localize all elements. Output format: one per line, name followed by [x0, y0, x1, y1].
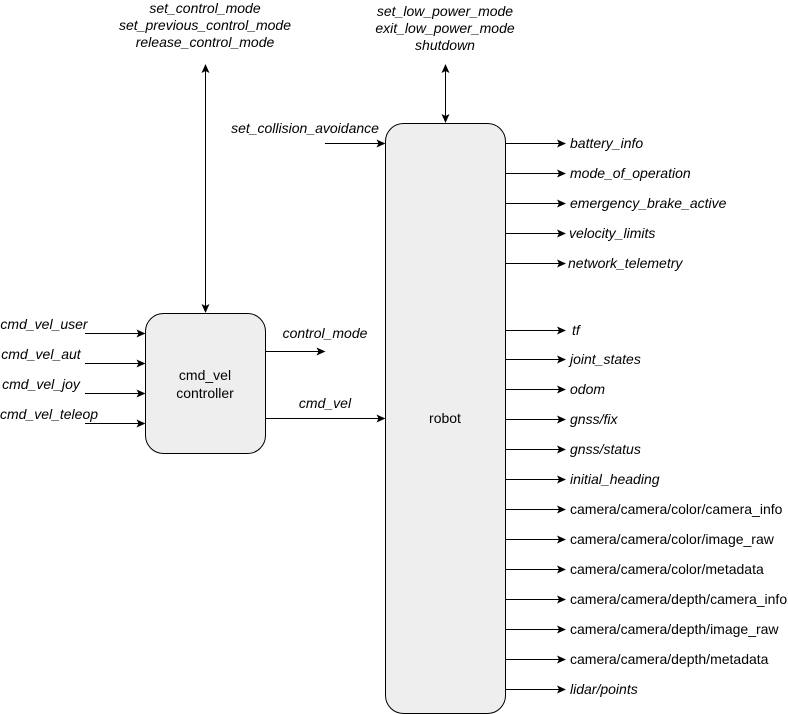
robot-output-arrowhead: [557, 326, 566, 335]
robot-services-edge: [441, 64, 450, 123]
robot-output-arrowhead: [557, 355, 566, 364]
robot-output-arrowhead: [557, 505, 566, 514]
controller-service-label: release_control_mode: [136, 34, 275, 50]
robot-service-label: set_low_power_mode: [377, 3, 513, 19]
robot-output-label: lidar/points: [570, 681, 638, 697]
controller-input-edges: [85, 329, 146, 428]
robot-output-label: tf: [572, 322, 582, 338]
robot-output-arrowhead: [557, 535, 566, 544]
control-mode-label: control_mode: [283, 325, 368, 341]
controller-label-line1: cmd_vel: [179, 367, 231, 383]
robot-output-label: joint_states: [568, 351, 641, 367]
collision-avoidance-edge: [325, 139, 386, 148]
robot-output-label: camera/camera/depth/metadata: [570, 651, 769, 667]
robot-output-arrowhead: [557, 445, 566, 454]
robot-output-arrowhead: [557, 259, 566, 268]
robot-output-arrowhead: [557, 655, 566, 664]
cmd-vel-controller-node[interactable]: [145, 313, 266, 454]
robot-output-label: gnss/fix: [570, 411, 618, 427]
robot-output-label: network_telemetry: [568, 255, 683, 271]
robot-service-label: exit_low_power_mode: [375, 20, 515, 36]
robot-output-label: gnss/status: [570, 441, 641, 457]
controller-input-label: cmd_vel_user: [0, 316, 88, 332]
robot-output-arrowhead: [557, 139, 566, 148]
cmd-vel-edge: [265, 414, 386, 423]
controller-label-line2: controller: [176, 385, 234, 401]
robot-output-arrowhead: [557, 595, 566, 604]
controller-input-label: cmd_vel_teleop: [0, 406, 98, 422]
robot-output-label: velocity_limits: [569, 225, 655, 241]
robot-output-arrowhead: [557, 199, 566, 208]
robot-output-arrowhead: [557, 415, 566, 424]
robot-output-label: battery_info: [570, 135, 643, 151]
robot-output-label: camera/camera/color/image_raw: [570, 531, 775, 547]
controller-service-label: set_previous_control_mode: [119, 17, 291, 33]
robot-output-label: camera/camera/depth/camera_info: [570, 591, 787, 607]
robot-output-arrowhead: [557, 169, 566, 178]
robot-output-edges: battery_info mode_of_operation emergency_b…: [505, 135, 787, 697]
robot-output-arrowhead: [557, 385, 566, 394]
robot-output-label: initial_heading: [570, 471, 660, 487]
robot-output-label: camera/camera/depth/image_raw: [570, 621, 779, 637]
cmd-vel-label: cmd_vel: [299, 395, 352, 411]
controller-input-label: cmd_vel_joy: [2, 376, 81, 392]
robot-service-label: shutdown: [415, 37, 475, 53]
robot-output-label: camera/camera/color/camera_info: [570, 501, 783, 517]
controller-service-label: set_control_mode: [149, 0, 261, 16]
controller-input-label: cmd_vel_aut: [1, 346, 81, 362]
robot-output-arrowhead: [557, 229, 566, 238]
collision-avoidance-label: set_collision_avoidance: [231, 120, 379, 136]
robot-output-arrowhead: [557, 475, 566, 484]
robot-output-label: emergency_brake_active: [570, 195, 727, 211]
robot-output-label: camera/camera/color/metadata: [570, 561, 764, 577]
controller-services-edge: [201, 64, 210, 313]
robot-label: robot: [429, 410, 461, 426]
robot-output-arrowhead: [557, 565, 566, 574]
robot-output-arrowhead: [557, 685, 566, 694]
control-mode-edge: [265, 347, 326, 356]
robot-output-label: odom: [570, 381, 605, 397]
robot-output-label: mode_of_operation: [570, 165, 691, 181]
robot-output-arrowhead: [557, 625, 566, 634]
